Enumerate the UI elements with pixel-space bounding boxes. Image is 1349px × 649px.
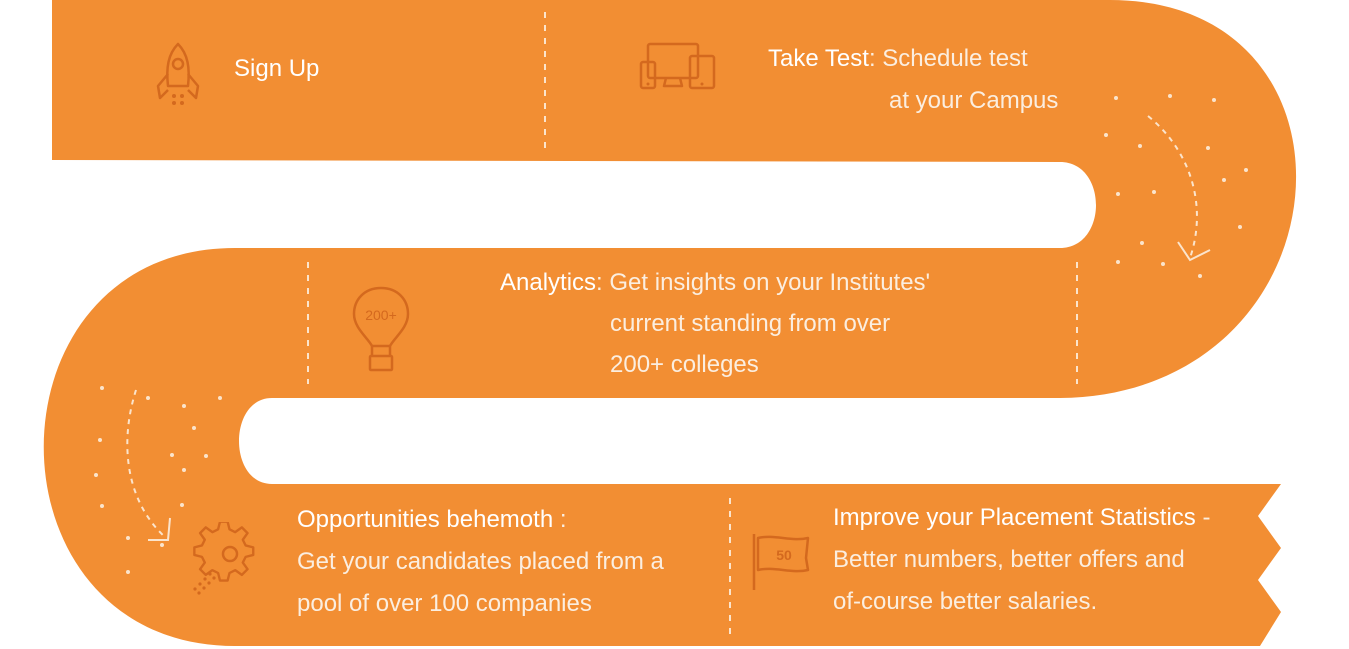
balloon-label: 200+	[365, 307, 397, 323]
step-heading: Take Test	[768, 45, 869, 72]
step-opportunities: Opportunities behemoth : Get your candid…	[297, 499, 664, 625]
step-separator: -	[1195, 504, 1211, 531]
section-dividers	[307, 12, 1078, 636]
hot-air-balloon-icon: 200+	[352, 286, 410, 372]
step-line: Schedule test	[882, 45, 1028, 72]
decorative-dots-right	[1104, 94, 1248, 278]
step-line: Get your candidates placed from a	[297, 548, 664, 575]
step-separator: :	[553, 506, 567, 533]
devices-icon	[639, 42, 716, 90]
step-analytics: Analytics: Get insights on your Institut…	[500, 262, 930, 385]
step-separator: :	[868, 45, 876, 72]
step-separator: :	[596, 269, 603, 296]
decorative-dots-left	[94, 386, 222, 574]
step-line: Get insights on your Institutes'	[609, 269, 931, 296]
step-take-test: Take Test: Schedule test at your Campus	[768, 38, 1058, 122]
step-line: pool of over 100 companies	[297, 590, 592, 617]
step-line: at your Campus	[889, 87, 1059, 114]
step-line: of-course better salaries.	[833, 588, 1098, 615]
step-heading: Opportunities behemoth	[297, 506, 554, 533]
step-line: Better numbers, better offers and	[833, 546, 1185, 573]
step-heading: Sign Up	[234, 55, 320, 82]
flag-icon: 50	[752, 534, 810, 590]
gear-icon	[193, 522, 255, 595]
step-heading: Analytics	[500, 269, 597, 296]
step-line: 200+ colleges	[610, 351, 759, 378]
step-sign-up: Sign Up	[234, 48, 319, 90]
flag-label: 50	[776, 547, 792, 563]
step-heading: Improve your Placement Statistics	[833, 504, 1196, 531]
step-line: current standing from over	[610, 310, 891, 337]
rocket-icon	[156, 42, 200, 105]
step-improve-statistics: Improve your Placement Statistics - Bett…	[833, 497, 1210, 623]
